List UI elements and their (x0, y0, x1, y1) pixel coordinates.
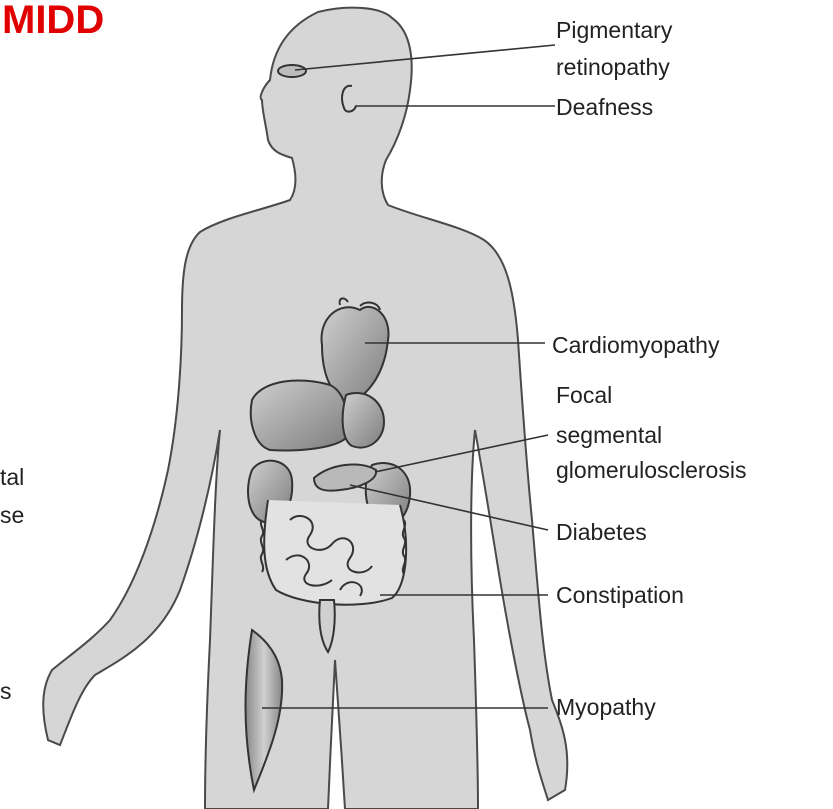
eye-shape (278, 65, 306, 77)
label-constipation: Constipation (556, 580, 684, 610)
intestines-shape (261, 500, 406, 605)
label-cardiomyopathy: Cardiomyopathy (552, 330, 719, 360)
label-pigmentary-line1: Pigmentary (556, 15, 672, 45)
cropped-label-line2: se (0, 500, 24, 530)
cropped-label-line1: tal (0, 462, 24, 492)
liver-shape (251, 380, 348, 450)
label-myopathy: Myopathy (556, 692, 656, 722)
label-fsgs-line2: segmental (556, 420, 662, 450)
cropped-label-line3: s (0, 676, 12, 706)
label-diabetes: Diabetes (556, 517, 647, 547)
label-deafness: Deafness (556, 92, 653, 122)
label-fsgs-line3: glomerulosclerosis (556, 455, 746, 485)
page-title: MIDD (2, 0, 104, 43)
label-pigmentary-line2: retinopathy (556, 52, 670, 82)
label-fsgs-line1: Focal (556, 380, 612, 410)
